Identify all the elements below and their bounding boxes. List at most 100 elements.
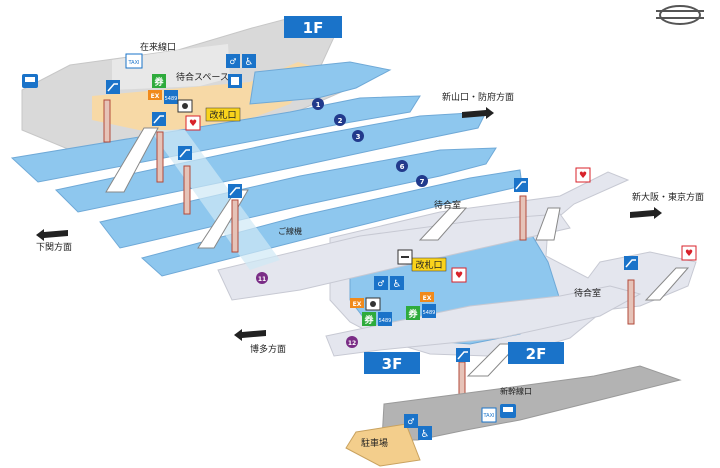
restroom-icon: ♂ — [404, 414, 418, 428]
svg-text:券: 券 — [153, 76, 164, 88]
label-zairaisen: 在来線口 — [140, 41, 176, 53]
svg-text:2: 2 — [338, 117, 343, 125]
taxi-icon: TAXI — [481, 407, 497, 423]
lift-icon — [228, 74, 242, 88]
phone-icon — [365, 297, 381, 311]
track-badge-3: 3 — [352, 130, 364, 142]
ticket-kanji-icon: 券 — [406, 306, 420, 320]
svg-text:♥: ♥ — [189, 119, 197, 129]
phone-icon — [177, 99, 193, 113]
aed-icon: ♥ — [451, 267, 467, 283]
arrow-right-icon — [462, 107, 494, 119]
track-badge-7: 7 — [416, 175, 428, 187]
ic-icon: 5489 — [164, 90, 178, 104]
restroom-icon: ♂ — [226, 54, 240, 68]
walkway — [150, 130, 280, 270]
ticket-gate-3f: 改札口 — [411, 257, 447, 272]
label-kaisatsu-3f: 改札口 — [415, 259, 442, 271]
smoking-icon — [397, 249, 413, 265]
label-dir-shimonoseki: 下関方面 — [36, 241, 72, 253]
ic-icon: 5489 — [422, 304, 436, 318]
wheelchair-icon: ♿ — [390, 276, 404, 290]
platform-1f-upper — [249, 61, 392, 105]
label-kaisatsu-1f: 改札口 — [209, 109, 236, 121]
arrow-left-icon — [234, 329, 266, 341]
track-badge-1: 1 — [312, 98, 324, 110]
track-badge-2: 2 — [334, 114, 346, 126]
track-badge-11: 11 — [256, 272, 268, 284]
wheelchair-icon: ♿ — [242, 54, 256, 68]
ex-icon: EX — [148, 90, 162, 100]
icons-2f-3f: ♥ ♥ ♂ ♿ ♥ EX 券 — [350, 167, 697, 440]
svg-text:♥: ♥ — [685, 249, 693, 259]
icons-1f: TAXI ♂ ♿ 券 EX 5489 — [22, 53, 256, 198]
svg-text:TAXI: TAXI — [483, 413, 495, 419]
aed-icon: ♥ — [185, 115, 201, 131]
taxi-icon: TAXI — [125, 53, 143, 69]
escalator-icon — [106, 80, 120, 94]
label-machiai-space: 待合スペース — [176, 71, 229, 83]
ticket-kanji-icon: 券 — [152, 74, 166, 88]
aed-icon: ♥ — [575, 167, 591, 183]
track-badge-6: 6 — [396, 160, 408, 172]
svg-text:EX: EX — [423, 295, 432, 302]
ground-level — [345, 365, 682, 467]
floor-1f-text: 1F — [303, 19, 324, 37]
label-dir-hakata: 博多方面 — [250, 343, 286, 355]
ticket-gate-1f: 改札口 — [205, 107, 241, 122]
svg-text:7: 7 — [420, 178, 425, 186]
svg-text:♥: ♥ — [579, 171, 587, 181]
aed-icon: ♥ — [681, 245, 697, 261]
escalator-icon — [624, 256, 638, 270]
ex-icon: EX — [350, 298, 364, 308]
arrow-right-icon — [630, 207, 662, 219]
label-machiaishitsu-b: 待合室 — [574, 287, 601, 299]
svg-text:TAXI: TAXI — [128, 60, 140, 66]
svg-text:6: 6 — [400, 163, 405, 171]
svg-text:♿: ♿ — [421, 429, 430, 440]
ic-icon: 5489 — [378, 312, 392, 326]
svg-text:EX: EX — [353, 301, 362, 308]
escalator-icon — [178, 146, 192, 160]
svg-text:12: 12 — [348, 340, 356, 347]
bus-icon — [22, 74, 38, 88]
parking-area — [345, 423, 421, 467]
label-parking: 駐車場 — [361, 437, 388, 449]
svg-text:♿: ♿ — [393, 279, 402, 290]
svg-text:♥: ♥ — [455, 271, 463, 281]
floor-label-2f: 2F — [508, 342, 564, 364]
escalator-icon — [152, 112, 166, 126]
svg-text:5489: 5489 — [423, 310, 436, 316]
svg-text:11: 11 — [258, 276, 266, 283]
label-dir-shinosaka: 新大阪・東京方面 — [632, 191, 704, 203]
escalator-icon — [456, 348, 470, 362]
ticket-kanji-icon: 券 — [362, 312, 376, 326]
escalator-icon — [228, 184, 242, 198]
svg-text:5489: 5489 — [379, 318, 392, 324]
label-dir-shinyamaguchi: 新山口・防府方面 — [442, 91, 514, 103]
label-machiaishitsu-a: 待合室 — [434, 199, 461, 211]
svg-text:1: 1 — [316, 101, 321, 109]
platform-track-6 — [99, 147, 497, 249]
floor-3f-band — [217, 213, 642, 357]
label-shinkansen: 新幹線口 — [500, 386, 532, 396]
ex-icon: EX — [420, 292, 434, 302]
svg-text:5489: 5489 — [165, 96, 178, 102]
svg-text:券: 券 — [407, 308, 418, 320]
svg-text:♂: ♂ — [407, 417, 414, 426]
floor-label-3f: 3F — [364, 352, 420, 374]
arrow-left-icon — [36, 229, 68, 241]
floor-3f-text: 3F — [382, 355, 403, 373]
svg-text:♂: ♂ — [229, 57, 236, 66]
track-badges: 1 2 3 6 7 11 12 — [256, 98, 428, 348]
floor-label-1f: 1F — [284, 16, 342, 38]
bus-icon — [500, 404, 516, 418]
svg-text:♿: ♿ — [245, 57, 254, 68]
label-goriyou: ご線機 — [278, 226, 302, 236]
svg-text:3: 3 — [356, 133, 361, 141]
wheelchair-icon: ♿ — [418, 426, 432, 440]
svg-text:EX: EX — [151, 93, 160, 100]
svg-text:券: 券 — [363, 314, 374, 326]
platform-track-3 — [54, 111, 487, 213]
